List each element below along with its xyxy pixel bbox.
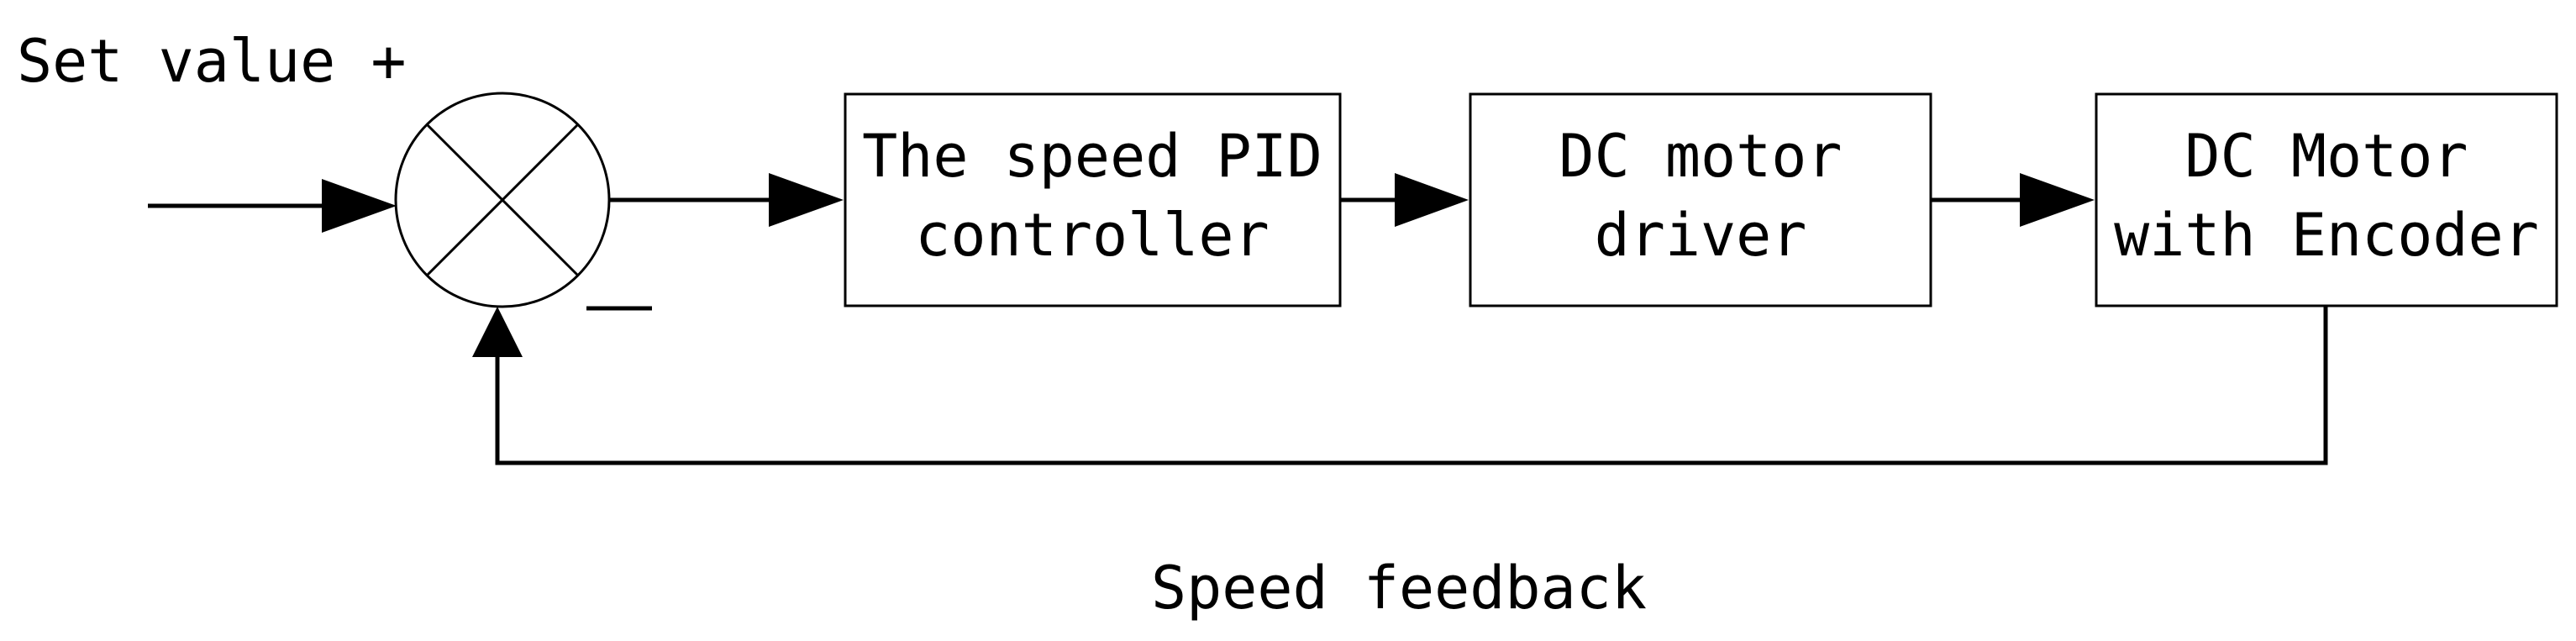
pid-block-line1: The speed PID (862, 122, 1322, 191)
pid-controller-block: The speed PID controller (844, 92, 1342, 307)
feedback-path (495, 306, 2328, 465)
pid-block-line2: controller (915, 201, 1269, 270)
feedback-arrow-head (472, 307, 523, 357)
set-value-label: Set value + (17, 27, 407, 96)
input-arrow-head (322, 179, 397, 233)
motor-block-line2: with Encoder (2114, 201, 2539, 270)
driver-to-motor-arrow-head (2020, 173, 2095, 227)
motor-driver-block: DC motor driver (1469, 92, 1932, 307)
speed-feedback-label: Speed feedback (1151, 554, 1647, 623)
driver-block-line1: DC motor (1559, 122, 1842, 191)
driver-block-line2: driver (1595, 201, 1807, 270)
pid-to-driver-arrow-head (1395, 173, 1469, 227)
summing-junction (394, 92, 611, 308)
junction-to-pid-arrow-head (769, 173, 844, 227)
motor-block-line1: DC Motor (2184, 122, 2468, 191)
motor-encoder-block: DC Motor with Encoder (2095, 92, 2558, 307)
